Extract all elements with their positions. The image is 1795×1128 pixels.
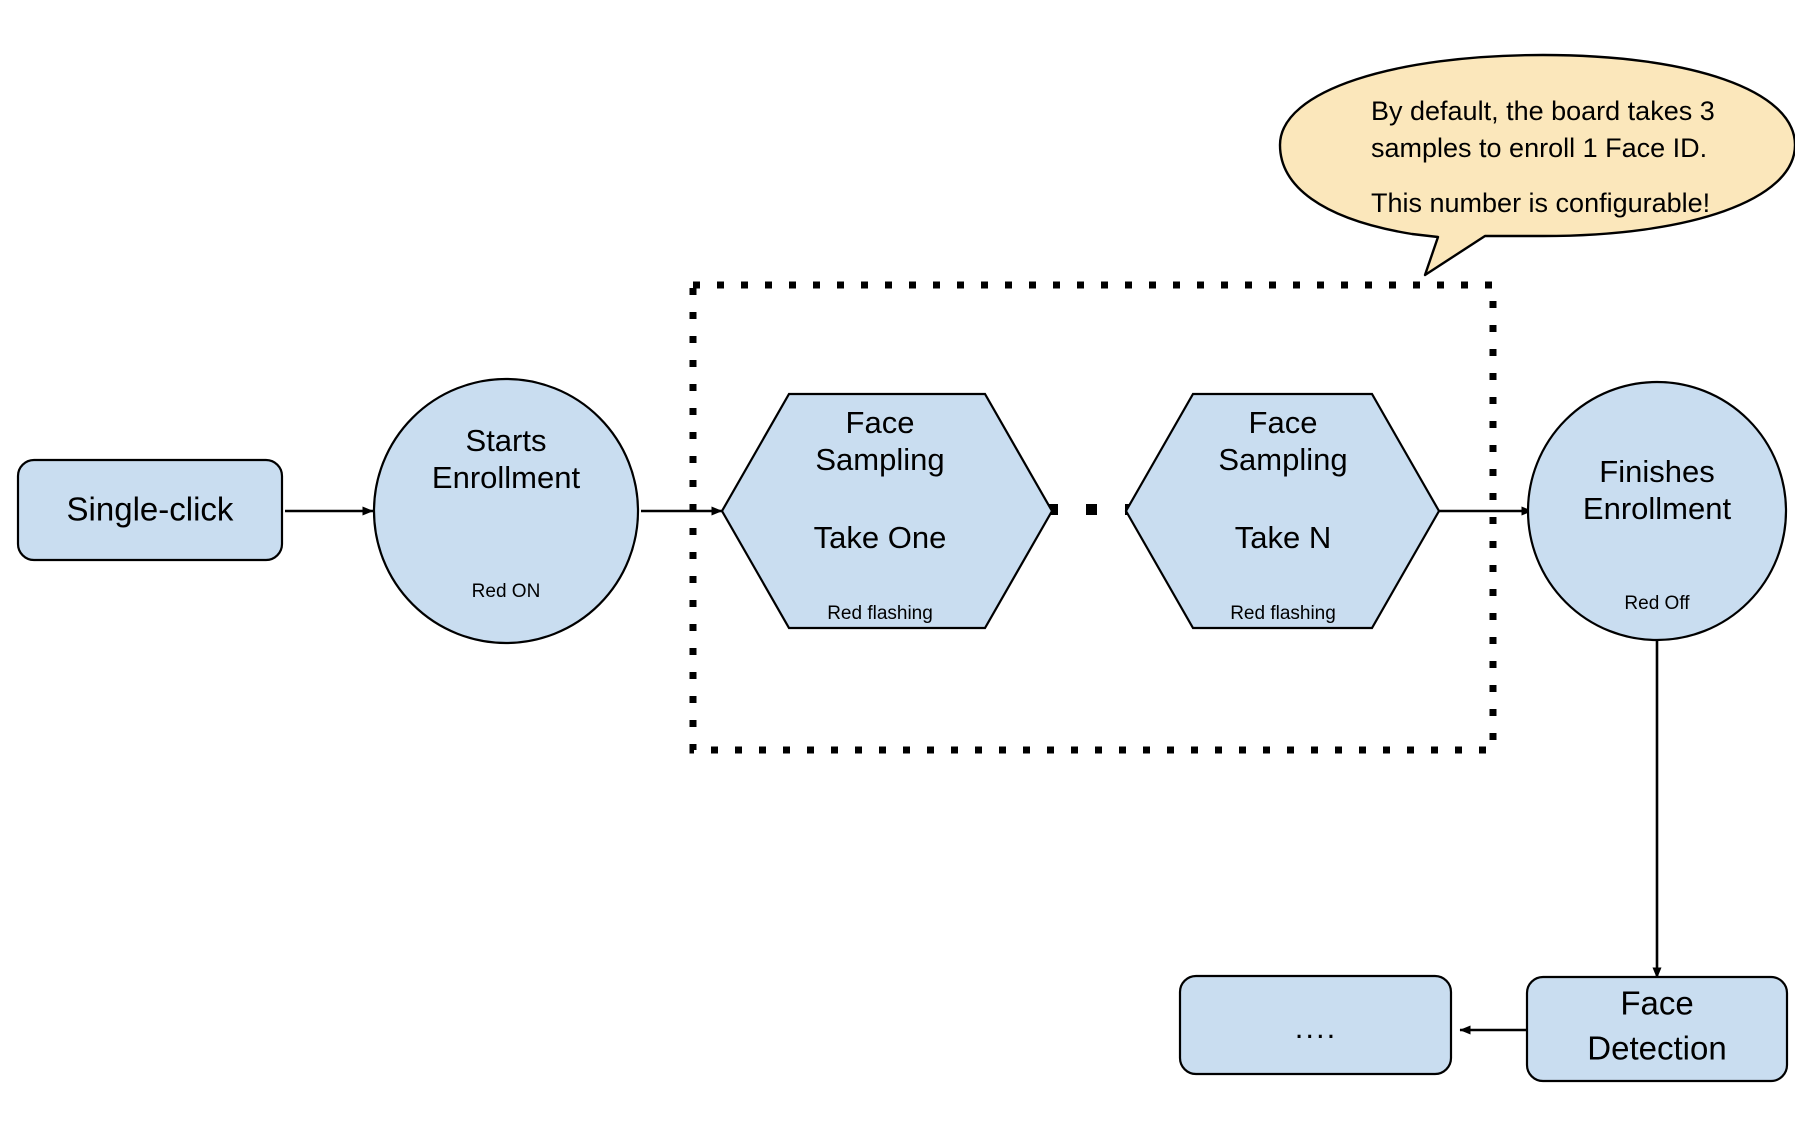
callout-line-2: samples to enroll 1 Face ID.	[1371, 133, 1707, 163]
node-more-steps-label: ....	[1295, 1010, 1337, 1045]
node-starts-enrollment-status: Red ON	[472, 581, 541, 602]
node-face-detection-label-line1: Face	[1620, 985, 1693, 1022]
sampling-loop-group	[689, 281, 1497, 754]
node-finishes-enrollment-label-line1: Finishes	[1599, 454, 1714, 489]
node-face-sampling-take-one[interactable]: Face Sampling Take One Red flashing	[720, 392, 1054, 630]
node-finishes-enrollment-status: Red Off	[1624, 593, 1690, 614]
node-face-sampling-n-status: Red flashing	[1230, 603, 1336, 624]
node-face-sampling-one-label-line2: Sampling	[815, 442, 944, 477]
node-more-steps[interactable]: ....	[1178, 974, 1453, 1076]
node-finishes-enrollment-label-line2: Enrollment	[1583, 491, 1732, 526]
node-face-sampling-one-status: Red flashing	[827, 603, 933, 624]
node-starts-enrollment-label-line1: Starts	[466, 423, 547, 458]
node-single-click-label: Single-click	[67, 491, 234, 528]
callout-note: By default, the board takes 3 samples to…	[1278, 53, 1795, 277]
callout-line-1: By default, the board takes 3	[1371, 96, 1715, 126]
node-face-sampling-n-take: Take N	[1235, 520, 1331, 555]
node-face-detection-label-line2: Detection	[1587, 1030, 1726, 1067]
node-finishes-enrollment[interactable]: Finishes Enrollment Red Off	[1526, 380, 1788, 642]
node-face-sampling-n-label-line2: Sampling	[1218, 442, 1347, 477]
callout-line-3: This number is configurable!	[1371, 188, 1710, 218]
node-face-sampling-take-n[interactable]: Face Sampling Take N Red flashing	[1124, 392, 1441, 630]
node-face-sampling-one-label-line1: Face	[846, 405, 915, 440]
node-single-click[interactable]: Single-click	[16, 458, 284, 562]
node-starts-enrollment[interactable]: Starts Enrollment Red ON	[372, 377, 640, 645]
node-face-sampling-n-label-line1: Face	[1249, 405, 1318, 440]
node-face-detection[interactable]: Face Detection	[1525, 975, 1789, 1083]
node-starts-enrollment-label-line2: Enrollment	[432, 460, 581, 495]
node-face-sampling-one-take: Take One	[814, 520, 947, 555]
